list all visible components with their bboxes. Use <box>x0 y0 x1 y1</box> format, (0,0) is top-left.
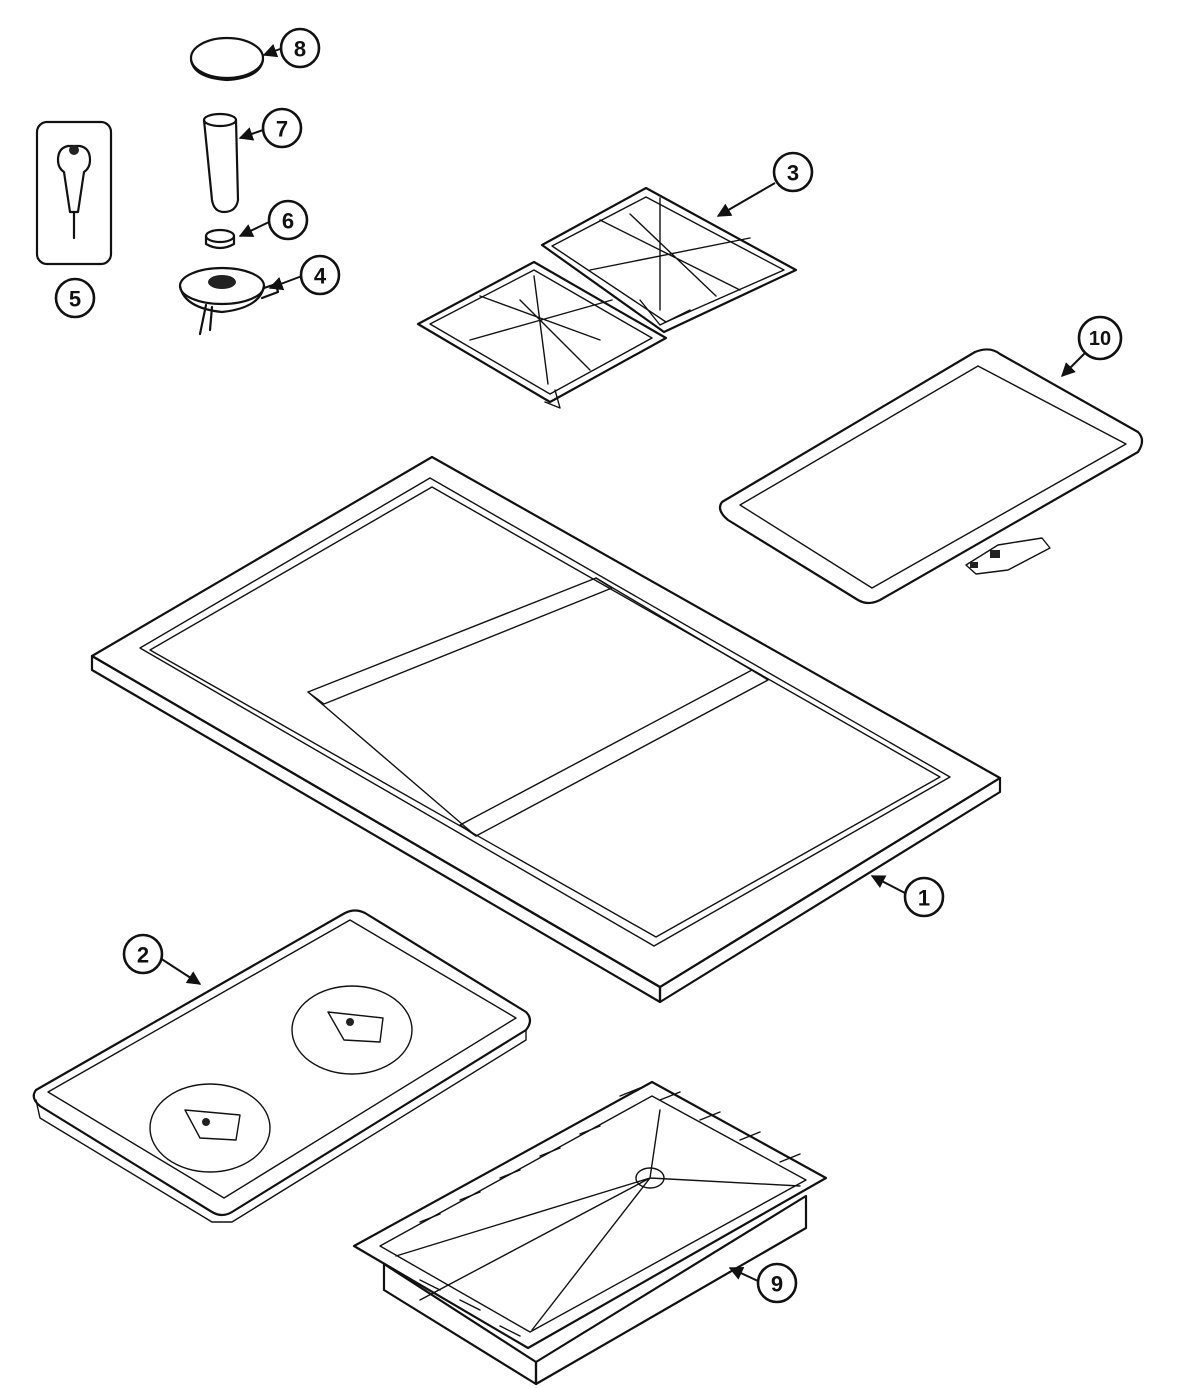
callout-8: 8 <box>279 27 321 69</box>
callout-4-label: 4 <box>314 264 327 289</box>
callout-5: 5 <box>54 277 96 319</box>
part-10-griddle <box>718 348 1144 605</box>
part-1-cooktop-frame <box>90 455 1002 1004</box>
callout-2: 2 <box>122 933 164 975</box>
callout-2-label: 2 <box>137 943 149 968</box>
callout-5-label: 5 <box>69 287 81 312</box>
callout-7-label: 7 <box>276 117 288 142</box>
callout-1-label: 1 <box>918 886 930 911</box>
callout-9: 9 <box>756 1262 798 1304</box>
callout-1: 1 <box>903 876 945 918</box>
callout-3-label: 3 <box>787 161 799 186</box>
callout-3: 3 <box>772 151 814 193</box>
callout-4: 4 <box>299 254 341 296</box>
part-6-orifice <box>204 228 236 250</box>
callout-10: 10 <box>1077 315 1123 361</box>
part-9-drip-tray <box>352 1080 828 1386</box>
callout-7: 7 <box>261 107 303 149</box>
part-2-burner-pan <box>32 909 532 1223</box>
part-5-knob <box>35 120 113 266</box>
callout-6-label: 6 <box>282 209 294 234</box>
part-8-burner-cap <box>189 36 265 82</box>
callout-10-label: 10 <box>1089 328 1111 350</box>
callout-6: 6 <box>267 199 309 241</box>
part-4-burner-base <box>178 266 280 336</box>
part-7-venturi-tube <box>202 112 240 214</box>
callout-9-label: 9 <box>771 1272 783 1297</box>
leader-lines <box>159 44 1087 1282</box>
callout-8-label: 8 <box>294 37 306 62</box>
part-3-burner-grates <box>416 186 798 409</box>
